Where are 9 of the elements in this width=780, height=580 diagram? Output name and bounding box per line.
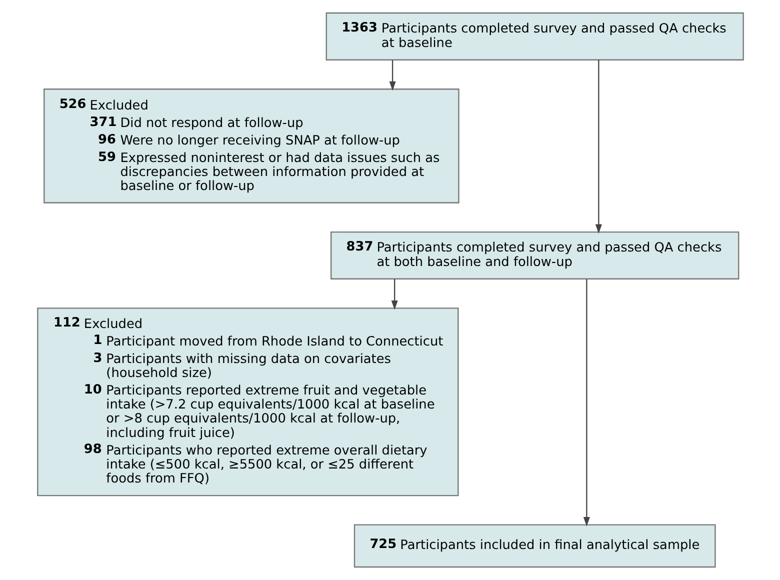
arrow <box>390 278 398 310</box>
node-box: 112 Excluded 1 Participant moved from Rhode Island to Connecticut 3 Participants with missing data on covariates (household size) 10 Participants reported extreme fruit and vegetable intake (>7.2 cup equivalents/1000 kcal at baseline or >8 cup equivalents/1000 kcal at follow-up, including fruit juice) 98 Participants who reported extreme overall dietary intake (≤500 kcal, ≥5500 kcal, or ≤25 different foods from FFQ) <box>36 308 458 496</box>
arrow <box>594 60 602 234</box>
node-box: 526 Excluded 371 Did not respond at follow-up 96 Were no longer receiving SNAP at follow-up 59 Expressed noninterest or had data issues such as discrepancies between information provided at baseline or follow-up <box>43 88 459 204</box>
node-box: 725 Participants included in final analytical sample <box>353 524 716 568</box>
arrow <box>388 60 396 91</box>
arrow <box>582 279 590 526</box>
node-box: 1363 Participants completed survey and passed QA checks at baseline <box>325 12 744 60</box>
node-box: 837 Participants completed survey and passed QA checks at both baseline and follow-up <box>330 231 739 280</box>
